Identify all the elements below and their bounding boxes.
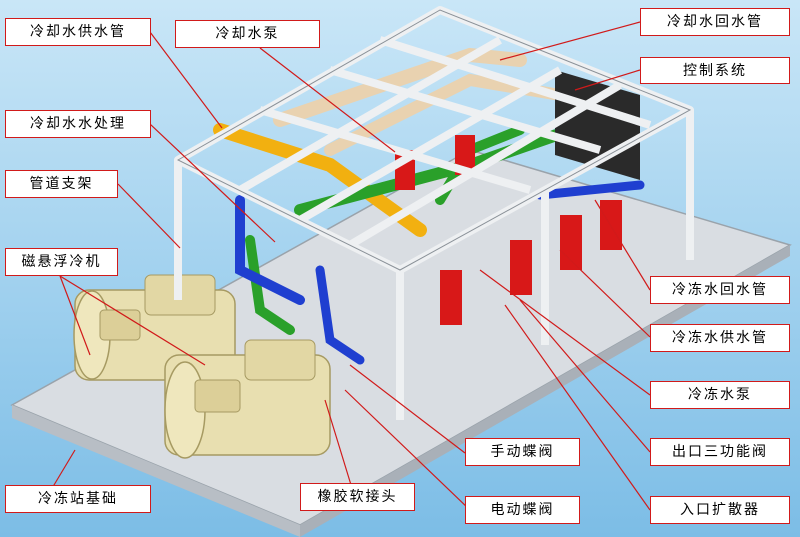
- label-chilled-water-supply-pipe: 冷冻水供水管: [650, 324, 790, 352]
- label-maglev-chiller: 磁悬浮冷机: [5, 248, 118, 276]
- label-cooling-water-pump: 冷却水泵: [175, 20, 320, 48]
- label-rubber-flexible-joint: 橡胶软接头: [300, 483, 415, 511]
- chilled-water-pipes-blue: [235, 180, 645, 365]
- label-cooling-water-supply-pipe: 冷却水供水管: [5, 18, 151, 46]
- label-manual-butterfly-valve: 手动蝶阀: [465, 438, 580, 466]
- label-control-system: 控制系统: [640, 57, 790, 84]
- label-inlet-diffuser: 入口扩散器: [650, 496, 790, 524]
- label-outlet-triple-duty-valve: 出口三功能阀: [650, 438, 790, 466]
- label-chilled-water-pump: 冷冻水泵: [650, 381, 790, 409]
- label-electric-butterfly-valve: 电动蝶阀: [465, 496, 580, 524]
- cooling-water-supply-pipe: [213, 123, 427, 237]
- pipe-support-frame-edges: [176, 9, 692, 271]
- leader-lines: [44, 21, 651, 511]
- label-cooling-water-treatment: 冷却水水处理: [5, 110, 151, 138]
- label-chilled-water-return-pipe: 冷冻水回水管: [650, 276, 790, 304]
- label-cooling-water-return-pipe: 冷却水回水管: [640, 8, 790, 36]
- label-pipe-support: 管道支架: [5, 170, 118, 198]
- maglev-chiller-2: [164, 339, 331, 459]
- label-chiller-station-foundation: 冷冻站基础: [5, 485, 151, 513]
- chilled-water-pumps: [440, 200, 622, 325]
